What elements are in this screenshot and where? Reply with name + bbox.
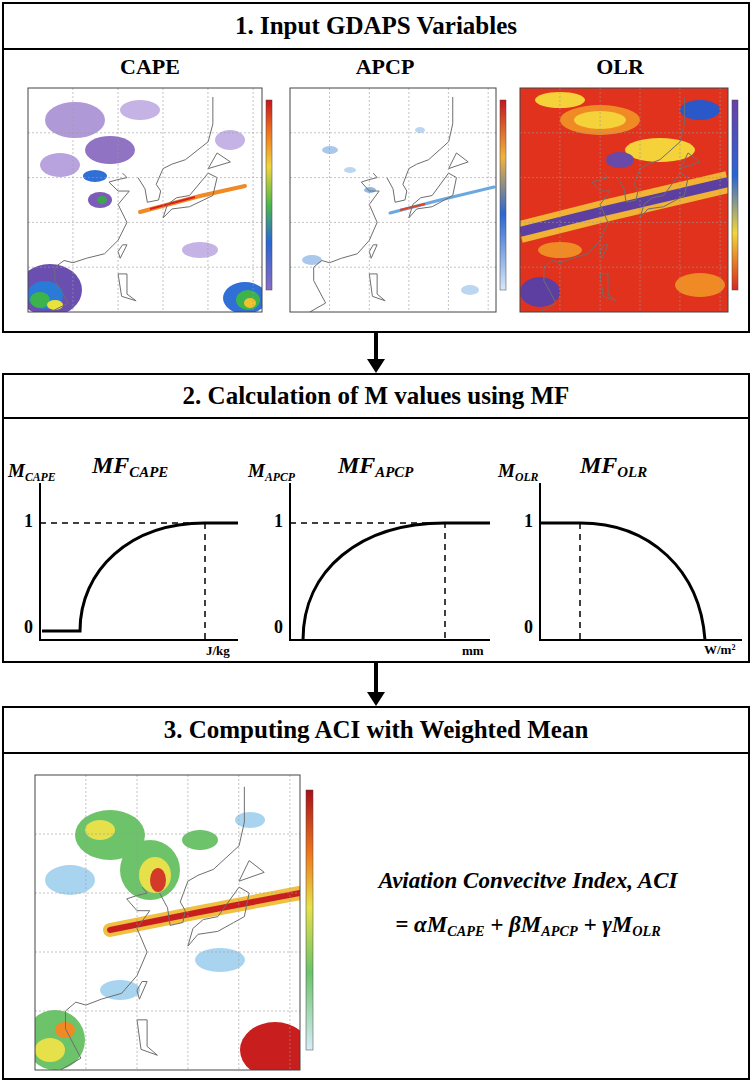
axis-tick: 1: [24, 511, 33, 532]
graph-label: MAPCP: [248, 460, 295, 484]
map-title: CAPE: [120, 54, 180, 79]
section-box: 1. Input GDAPS Variables: [2, 2, 750, 333]
axis-tick: 0: [524, 617, 533, 638]
superscript: 2: [731, 643, 735, 652]
cape-map: [18, 88, 272, 316]
graph-label: MFOLR: [580, 452, 647, 482]
subscript: APCP: [265, 471, 295, 484]
axis-unit: J/kg: [206, 644, 230, 659]
subscript: APCP: [541, 923, 577, 939]
axis-tick: 0: [274, 617, 283, 638]
olr-map: [520, 88, 738, 312]
subscript: OLR: [617, 464, 647, 480]
subscript: OLR: [515, 471, 539, 484]
arrow-line: [374, 333, 378, 361]
graph-label: MFCAPE: [92, 452, 168, 482]
flow-arrow: [367, 333, 385, 373]
axis-unit: mm: [462, 644, 484, 659]
axis-unit: W/m2: [704, 643, 735, 658]
graph-label: MCAPE: [8, 460, 56, 484]
section-header: 3. Computing ACI with Weighted Mean: [4, 708, 748, 754]
axis-tick: 1: [274, 511, 283, 532]
aci-map: [25, 775, 313, 1078]
subscript: CAPE: [447, 923, 484, 939]
subscript: OLR: [632, 923, 661, 939]
map-title: OLR: [596, 54, 644, 79]
axis-tick: 1: [524, 511, 533, 532]
apcp-map: [290, 88, 506, 312]
section-title: 1. Input GDAPS Variables: [235, 12, 517, 40]
arrow-line: [374, 663, 378, 694]
graph-label: MFAPCP: [338, 452, 413, 482]
mf-graphs: [40, 483, 742, 640]
formula-text: = αMCAPE + βMAPCP + γMOLR: [395, 912, 661, 940]
subscript: APCP: [375, 464, 413, 480]
subscript: CAPE: [25, 471, 56, 484]
arrow-head: [367, 692, 385, 706]
section-header: 1. Input GDAPS Variables: [4, 4, 748, 50]
axis-tick: 0: [24, 617, 33, 638]
section-title: 2. Calculation of M values using MF: [183, 382, 570, 410]
graph-label: MOLR: [498, 460, 538, 484]
map-title: APCP: [356, 54, 415, 79]
flow-arrow: [367, 663, 385, 706]
formula-text: Aviation Convecitve Index, ACI: [379, 868, 678, 894]
arrow-head: [367, 359, 385, 373]
section-box: 2. Calculation of M values using MF: [2, 373, 750, 663]
subscript: CAPE: [129, 464, 168, 480]
section-header: 2. Calculation of M values using MF: [4, 375, 748, 419]
section-title: 3. Computing ACI with Weighted Mean: [164, 716, 589, 744]
